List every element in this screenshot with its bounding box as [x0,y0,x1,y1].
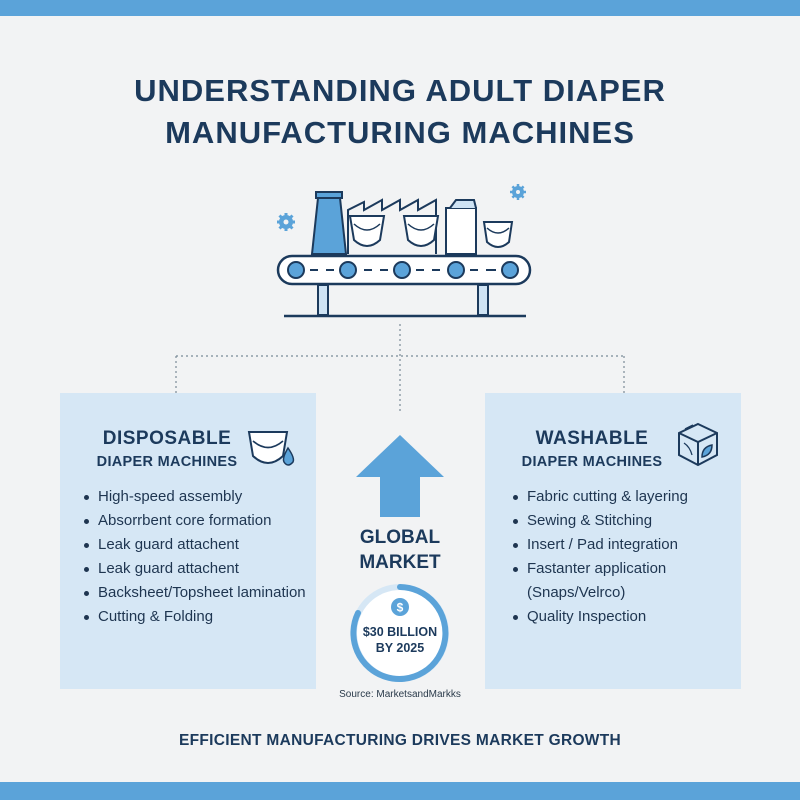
list-item: Leak guard attachent [82,533,306,557]
washable-features: Fabric cutting & layering Sewing & Stitc… [511,485,688,629]
market-value: $30 BILLION BY 2025 [345,624,455,656]
washable-title: WASHABLE DIAPER MACHINES [507,428,677,470]
list-item: Leak guard attachent [82,557,306,581]
disposable-title-line-2: DIAPER MACHINES [96,454,238,470]
list-item: Insert / Pad integration [511,533,688,557]
source-note: Source: MarketsandMarkks [339,689,461,700]
list-item: Absorrbent core formation [82,509,306,533]
market-value-line-2: BY 2025 [375,641,425,655]
gear-icon [277,213,295,231]
list-item: Quality Inspection [511,605,688,629]
footer-tagline: EFFICIENT MANUFACTURING DRIVES MARKET GR… [178,732,621,749]
list-item: Fastanter application [511,557,688,581]
bottom-stripe [0,782,800,800]
list-item-continuation: (Snaps/Velrco) [527,584,626,601]
global-label-line-1: GLOBAL [359,527,441,548]
list-item: Fabric cutting & layering [511,485,688,509]
global-market-label: GLOBAL MARKET [330,525,470,575]
dollar-coin-icon: $ [391,598,409,616]
global-label-line-2: MARKET [359,552,441,573]
disposable-panel: DISPOSABLE DIAPER MACHINES High-speed as… [60,393,316,689]
list-item: Backsheet/Topsheet lamination [82,581,306,605]
up-arrow-icon [356,435,444,517]
list-item: Sewing & Stitching [511,509,688,533]
disposable-features: High-speed assembly Absorrbent core form… [82,485,306,629]
disposable-title-line-1: DISPOSABLE [102,428,232,449]
page-title: UNDERSTANDING ADULT DIAPER MANUFACTURING… [0,70,800,154]
top-stripe [0,0,800,16]
conveyor-factory-icon [276,184,532,318]
market-value-line-1: $30 BILLION [362,625,438,639]
fabric-box-icon [678,422,718,467]
gear-icon [510,184,526,200]
title-line-2: MANUFACTURING MACHINES [165,115,635,150]
diaper-drop-icon [247,431,295,466]
title-line-1: UNDERSTANDING ADULT DIAPER [134,73,666,108]
list-item: Cutting & Folding [82,605,306,629]
disposable-title: DISPOSABLE DIAPER MACHINES [82,428,252,470]
list-item: High-speed assembly [82,485,306,509]
currency-symbol: $ [397,601,404,615]
washable-title-line-2: DIAPER MACHINES [521,454,663,470]
washable-panel: WASHABLE DIAPER MACHINES Fabric cutting … [485,393,741,689]
washable-title-line-1: WASHABLE [535,428,649,449]
market-value-ring: $ [350,584,449,682]
